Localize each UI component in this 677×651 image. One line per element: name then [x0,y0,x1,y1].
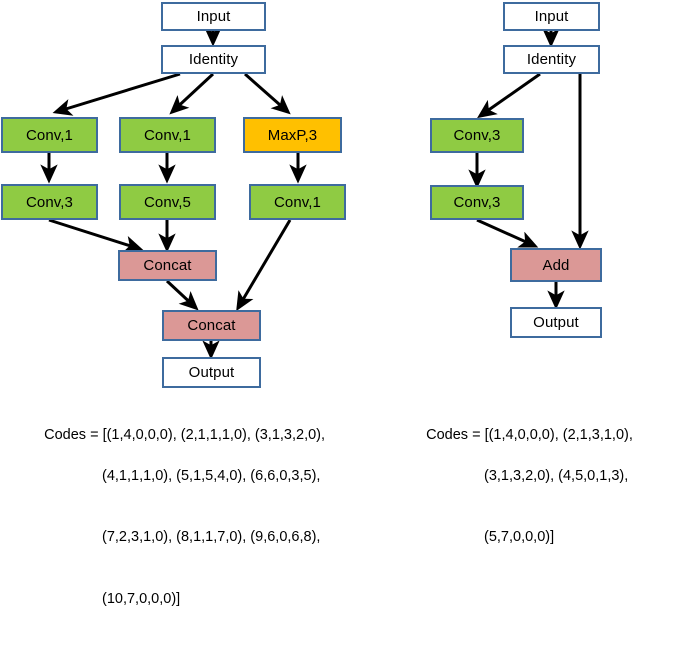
codes-line-left-2: (7,2,3,1,0), (8,1,1,7,0), (9,6,0,6,8), [102,529,321,546]
node-conv-b2[interactable]: Conv,5 [119,184,216,220]
node-label: Conv,3 [453,194,501,211]
arrow-concat1-to-concat2 [165,279,199,311]
node-label: Input [534,8,569,25]
node-identity-right[interactable]: Identity [503,45,600,74]
node-label: Conv,3 [453,127,501,144]
arrow-identity-to-conv1-right [477,72,541,119]
node-label: Output [533,314,579,331]
diagram-canvas: Input Identity Conv,1 Conv,1 MaxP,3 Conv… [1,2,633,607]
node-conv-b1[interactable]: Conv,1 [119,117,216,153]
node-identity-left[interactable]: Identity [161,45,266,74]
codes-line-left-1: (4,1,1,1,0), (5,1,5,4,0), (6,6,0,3,5), [102,467,321,484]
node-label: Conv,1 [25,126,73,144]
node-label: Concat [187,317,236,334]
node-label: Conv,3 [25,193,73,211]
node-maxp[interactable]: MaxP,3 [243,117,342,153]
codes-line-right-1: (3,1,3,2,0), (4,5,0,1,3), [484,467,629,484]
node-label: Input [196,8,231,25]
arrow-conv-a2-to-concat1 [48,218,144,253]
arrow-identity-to-conv-b1 [169,72,215,115]
codes-line-left-3: (10,7,0,0,0)] [102,591,181,608]
node-label: Conv,5 [143,193,191,211]
node-conv-c2[interactable]: Conv,1 [249,184,346,220]
node-label: Concat [143,257,192,274]
node-conv-1-right[interactable]: Conv,3 [430,118,524,153]
node-label: Identity [526,51,577,68]
node-concat-2[interactable]: Concat [162,310,261,341]
node-label: MaxP,3 [267,126,318,144]
node-conv-2-right[interactable]: Conv,3 [430,185,524,220]
node-add[interactable]: Add [510,248,602,282]
node-output-right[interactable]: Output [510,307,602,338]
node-label: Identity [188,51,239,68]
codes-block-right: Codes = [(1,4,0,0,0), (2,1,3,1,0), (3,1,… [410,404,633,589]
arrow-identity-to-conv-a1 [52,72,181,116]
codes-line-left-0: [(1,4,0,0,0), (2,1,1,1,0), (3,1,3,2,0), [102,426,326,443]
arrow-conv2-to-add [476,218,539,248]
codes-line-right-2: (5,7,0,0,0)] [484,529,555,546]
codes-line-right-0: [(1,4,0,0,0), (2,1,3,1,0), [484,426,633,443]
node-label: Conv,1 [143,126,191,144]
codes-label-right: Codes = [426,426,485,443]
arrow-identity-to-maxp [244,72,291,115]
codes-label-left: Codes = [44,426,103,443]
codes-block-left: Codes = [(1,4,0,0,0), (2,1,1,1,0), (3,1,… [28,404,325,651]
arrow-conv-c2-to-concat2 [236,219,292,312]
node-label: Output [188,364,235,381]
node-output-left[interactable]: Output [162,357,261,388]
node-conv-a1[interactable]: Conv,1 [1,117,98,153]
node-conv-a2[interactable]: Conv,3 [1,184,98,220]
node-label: Conv,1 [273,193,321,211]
node-input-left[interactable]: Input [161,2,266,31]
node-input-right[interactable]: Input [503,2,600,31]
node-label: Add [542,256,570,274]
node-concat-1[interactable]: Concat [118,250,217,281]
